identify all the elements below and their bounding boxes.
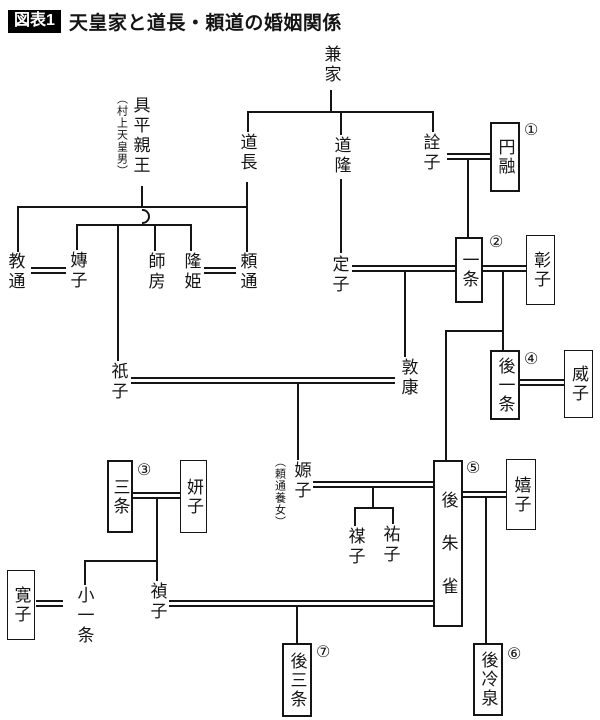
descent-line bbox=[84, 561, 86, 585]
figure-title: 天皇家と道長・頼道の婚姻関係 bbox=[68, 13, 342, 34]
descent-line bbox=[445, 330, 504, 332]
crossing-hop-icon bbox=[142, 209, 150, 224]
person-annotation: （村上天皇男） bbox=[115, 93, 128, 177]
person-name: 円融 bbox=[495, 138, 515, 176]
descent-line bbox=[76, 225, 78, 250]
person-name: 禖子 bbox=[345, 527, 365, 567]
emperor-box: 一条 bbox=[455, 237, 483, 303]
emperor-box: 後朱雀 bbox=[433, 460, 463, 627]
person-name: 彰子 bbox=[531, 251, 550, 289]
descent-line bbox=[354, 508, 356, 526]
person-name: 嫥子 bbox=[67, 251, 87, 291]
consort-box: 嬉子 bbox=[506, 459, 536, 530]
descent-line bbox=[190, 225, 192, 251]
descent-line bbox=[392, 508, 394, 524]
marriage-line bbox=[36, 600, 63, 607]
person-name: 師房 bbox=[145, 252, 165, 292]
person-name: 小一条 bbox=[74, 586, 94, 646]
person-name: 教通 bbox=[5, 252, 25, 292]
marriage-line bbox=[483, 265, 526, 272]
marriage-line bbox=[169, 600, 433, 607]
emperor-order-number: ③ bbox=[137, 462, 152, 479]
consort-box: 妍子 bbox=[180, 460, 207, 533]
person-name: 敦康 bbox=[398, 358, 418, 398]
descent-line bbox=[340, 179, 342, 253]
emperor-box: 後冷泉 bbox=[473, 643, 503, 716]
marriage-line bbox=[131, 377, 395, 384]
marriage-line bbox=[520, 379, 564, 386]
person-name: 定子 bbox=[329, 255, 349, 295]
descent-line bbox=[246, 182, 248, 208]
emperor-order-number: ① bbox=[524, 122, 539, 139]
emperor-box: 円融 bbox=[490, 122, 520, 192]
descent-line bbox=[84, 560, 158, 562]
descent-line bbox=[154, 225, 156, 251]
marriage-line bbox=[313, 481, 433, 488]
person-name: 嫄子 bbox=[291, 461, 311, 501]
descent-line bbox=[247, 112, 249, 132]
descent-line bbox=[246, 207, 248, 252]
descent-line bbox=[141, 186, 143, 208]
person-name: 嬉子 bbox=[511, 475, 531, 514]
marriage-line bbox=[447, 153, 490, 160]
consort-box: 威子 bbox=[564, 350, 593, 418]
emperor-order-number: ⑤ bbox=[466, 460, 481, 477]
figure-title-bar: 図表1 天皇家と道長・頼道の婚姻関係 bbox=[8, 8, 342, 35]
person-name: 祐子 bbox=[380, 525, 400, 565]
descent-line bbox=[340, 112, 342, 135]
descent-line bbox=[445, 331, 447, 460]
marriage-line bbox=[463, 491, 506, 498]
person-name: 寛子 bbox=[11, 586, 31, 624]
marriage-line bbox=[133, 492, 180, 499]
emperor-box: 後一条 bbox=[490, 350, 520, 420]
marriage-line bbox=[31, 267, 66, 274]
descent-line bbox=[297, 383, 299, 460]
person-name: 後朱雀 bbox=[438, 491, 458, 620]
marriage-line bbox=[352, 265, 455, 272]
person-name: 一条 bbox=[459, 251, 479, 289]
emperor-order-number: ② bbox=[489, 234, 504, 251]
person-name: 具平親王 bbox=[130, 96, 150, 176]
emperor-order-number: ⑦ bbox=[316, 644, 331, 661]
person-name: 後一条 bbox=[495, 356, 515, 414]
emperor-box: 三条 bbox=[107, 460, 133, 533]
descent-line bbox=[156, 498, 158, 581]
descent-line bbox=[17, 207, 19, 252]
consort-box: 彰子 bbox=[526, 235, 555, 305]
person-name: 道長 bbox=[237, 133, 257, 173]
person-name: 詮子 bbox=[420, 133, 440, 173]
descent-line bbox=[372, 487, 374, 508]
emperor-order-number: ⑥ bbox=[507, 646, 522, 663]
descent-line bbox=[404, 271, 406, 357]
figure-number-tag: 図表1 bbox=[8, 10, 61, 33]
descent-line bbox=[330, 90, 332, 113]
person-name: 祇子 bbox=[108, 362, 128, 402]
descent-line bbox=[296, 605, 298, 643]
person-name: 頼通 bbox=[237, 252, 257, 292]
person-name: 禎子 bbox=[147, 582, 167, 622]
consort-box: 寛子 bbox=[7, 570, 35, 640]
person-name: 三条 bbox=[110, 477, 130, 516]
person-name: 後三条 bbox=[287, 651, 307, 709]
person-name: 後冷泉 bbox=[478, 651, 498, 708]
descent-line bbox=[117, 225, 119, 361]
person-name: 道隆 bbox=[331, 136, 351, 176]
descent-line bbox=[502, 271, 504, 350]
descent-line bbox=[485, 496, 487, 643]
marriage-line bbox=[204, 267, 236, 274]
person-name: 妍子 bbox=[184, 477, 203, 516]
person-name: 兼家 bbox=[321, 45, 341, 85]
emperor-order-number: ④ bbox=[524, 351, 539, 368]
descent-line bbox=[76, 224, 192, 226]
emperor-box: 後三条 bbox=[282, 643, 312, 717]
person-name: 隆姫 bbox=[181, 252, 201, 292]
person-name: 威子 bbox=[569, 365, 588, 403]
descent-line bbox=[354, 507, 394, 509]
person-annotation: （頼通養女） bbox=[273, 456, 286, 528]
descent-line bbox=[17, 206, 248, 208]
descent-line bbox=[467, 160, 469, 237]
descent-line bbox=[432, 112, 434, 132]
